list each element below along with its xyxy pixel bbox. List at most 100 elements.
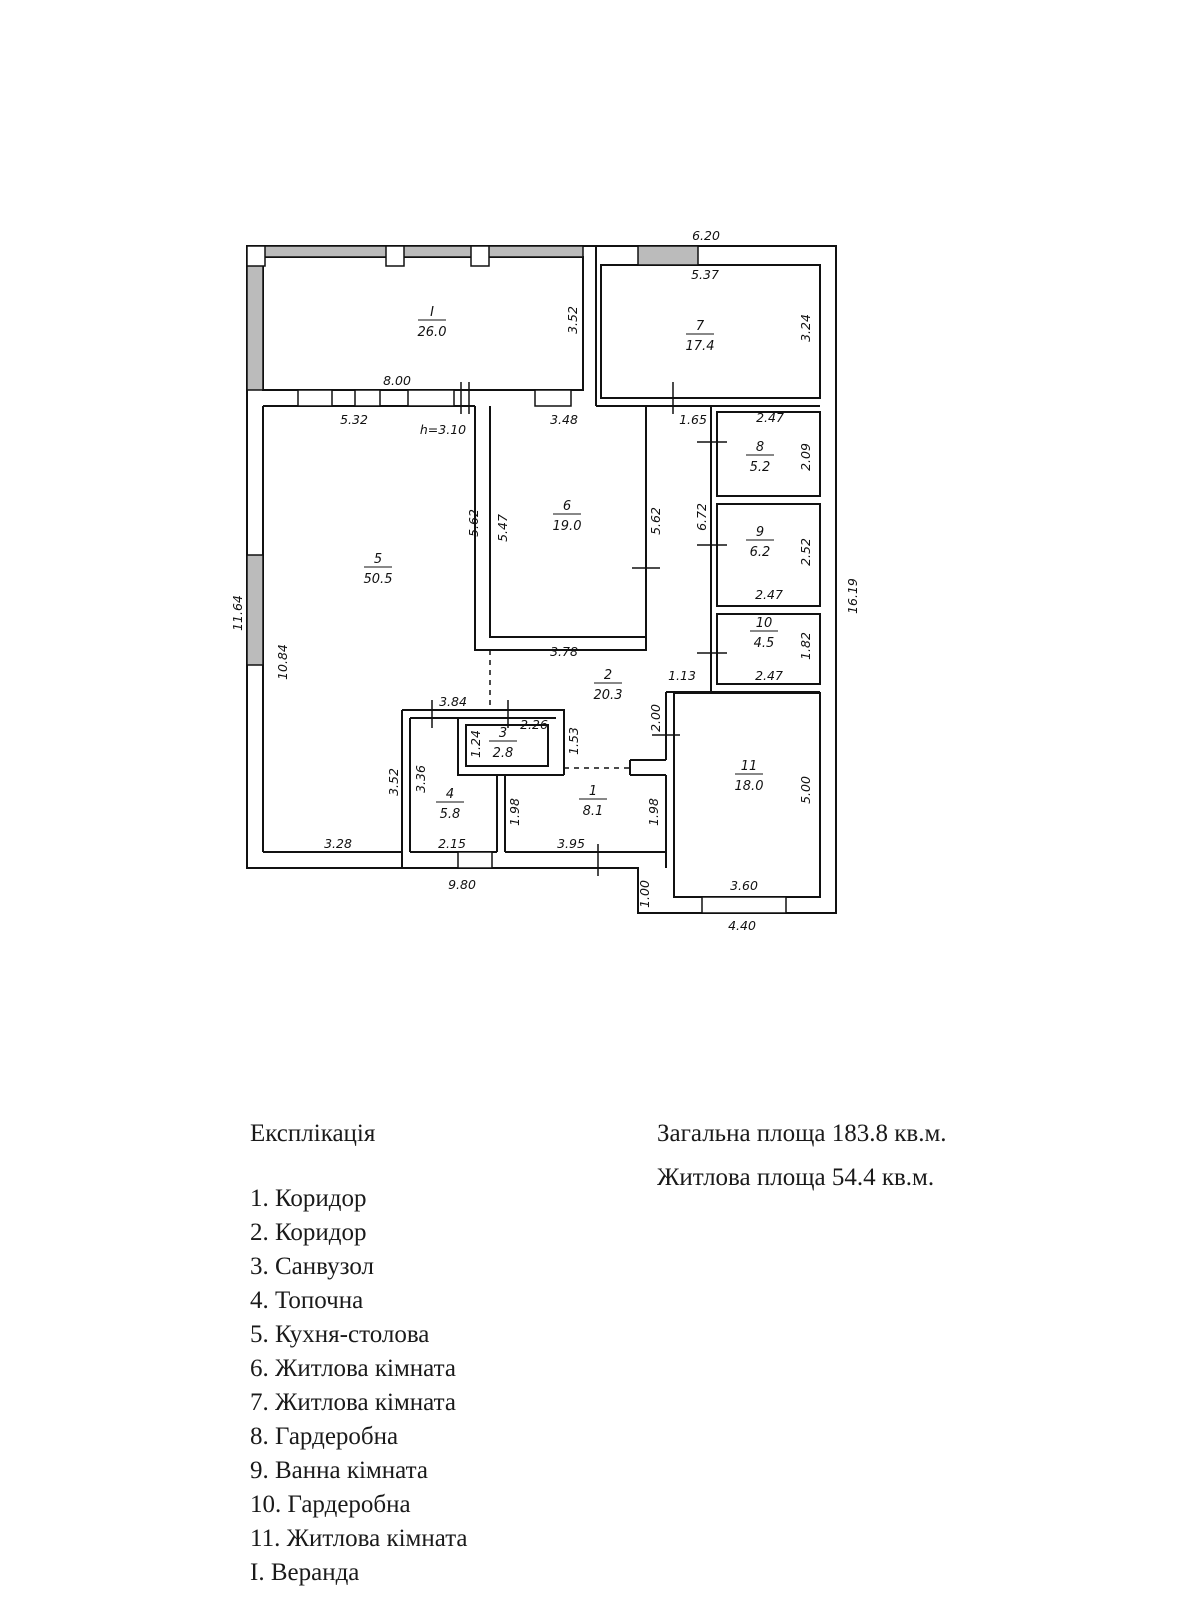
svg-text:20.3: 20.3	[594, 688, 623, 703]
svg-text:7: 7	[696, 319, 705, 334]
svg-text:2.47: 2.47	[756, 410, 784, 425]
svg-text:1.98: 1.98	[646, 798, 661, 826]
room-label: 7 17.4	[686, 319, 715, 354]
room-label: 6 19.0	[553, 499, 582, 534]
svg-text:50.5: 50.5	[364, 572, 393, 587]
legend-item: 2. Коридор	[250, 1219, 367, 1246]
svg-text:26.0: 26.0	[418, 325, 447, 340]
svg-text:10.84: 10.84	[275, 644, 290, 680]
svg-text:16.19: 16.19	[845, 578, 860, 614]
svg-text:3.48: 3.48	[550, 412, 578, 427]
svg-text:9.80: 9.80	[448, 877, 476, 892]
svg-text:5.47: 5.47	[495, 514, 510, 542]
svg-text:18.0: 18.0	[735, 779, 764, 794]
legend-item: I. Веранда	[250, 1559, 360, 1586]
svg-text:1.13: 1.13	[668, 668, 696, 683]
svg-text:5.2: 5.2	[750, 460, 771, 475]
svg-text:h=3.10: h=3.10	[420, 422, 466, 437]
legend-item: 8. Гардеробна	[250, 1423, 399, 1450]
explication-legend: Експлікація 1. Коридор 2. Коридор 3. Сан…	[250, 1120, 468, 1590]
svg-text:2: 2	[604, 668, 612, 683]
legend-item: 1. Коридор	[250, 1185, 367, 1212]
svg-text:4.5: 4.5	[754, 636, 775, 651]
legend-item: 6. Житлова кімната	[250, 1355, 456, 1382]
room-label: 10 4.5	[750, 616, 778, 651]
room-label: 8 5.2	[746, 440, 774, 475]
svg-text:11: 11	[741, 759, 758, 774]
svg-text:2.47: 2.47	[755, 587, 783, 602]
svg-text:1.65: 1.65	[679, 412, 707, 427]
legend-item: 10. Гардеробна	[250, 1491, 411, 1518]
svg-text:10: 10	[756, 616, 773, 631]
svg-text:3.78: 3.78	[550, 644, 578, 659]
legend-item: 11. Житлова кімната	[250, 1525, 468, 1552]
svg-text:8: 8	[756, 440, 764, 455]
svg-text:3.60: 3.60	[730, 878, 758, 893]
windows	[246, 245, 787, 914]
legend-item: 7. Житлова кімната	[250, 1389, 456, 1416]
living-area: Житлова площа 54.4 кв.м.	[657, 1164, 935, 1191]
svg-text:6: 6	[563, 499, 571, 514]
svg-text:17.4: 17.4	[686, 339, 715, 354]
svg-text:9: 9	[756, 525, 764, 540]
svg-text:3.52: 3.52	[565, 306, 580, 334]
svg-text:4.40: 4.40	[728, 918, 756, 933]
dimension-labels: 6.20 5.37 3.24 3.52 8.00 5.32 h=3.10 3.4…	[230, 228, 860, 933]
svg-text:I: I	[430, 305, 434, 320]
door-marks	[431, 382, 727, 876]
room-label: 1 8.1	[579, 784, 607, 819]
svg-text:5.00: 5.00	[798, 776, 813, 804]
svg-text:1.82: 1.82	[798, 632, 813, 660]
legend-item: 9. Ванна кімната	[250, 1457, 428, 1484]
legend-item: 3. Санвузол	[250, 1253, 374, 1280]
svg-text:5.37: 5.37	[691, 267, 719, 282]
svg-text:1.53: 1.53	[566, 727, 581, 755]
svg-text:2.15: 2.15	[438, 836, 466, 851]
svg-text:8.00: 8.00	[383, 373, 411, 388]
room-label: 5 50.5	[364, 552, 393, 587]
svg-text:8.1: 8.1	[583, 804, 604, 819]
room-labels: I 26.0 7 17.4 5 50.5 6 19.0 8 5.2 9 6.2	[364, 305, 778, 822]
svg-text:6.2: 6.2	[750, 545, 771, 560]
svg-text:3.84: 3.84	[439, 694, 467, 709]
svg-text:5.62: 5.62	[466, 509, 481, 537]
walls	[246, 245, 837, 914]
room-label: I 26.0	[418, 305, 447, 340]
room-label: 4 5.8	[436, 787, 464, 822]
svg-text:3.52: 3.52	[386, 768, 401, 796]
floor-plan: I 26.0 7 17.4 5 50.5 6 19.0 8 5.2 9 6.2	[230, 228, 860, 933]
room-label: 2 20.3	[594, 668, 623, 703]
svg-text:2.47: 2.47	[755, 668, 783, 683]
svg-text:2.52: 2.52	[798, 538, 813, 566]
room-label: 3 2.8	[489, 726, 517, 761]
svg-text:1.24: 1.24	[468, 730, 483, 758]
svg-text:6.72: 6.72	[694, 503, 709, 531]
svg-text:4: 4	[446, 787, 454, 802]
svg-text:5: 5	[374, 552, 382, 567]
svg-text:2.8: 2.8	[493, 746, 514, 761]
svg-text:3.36: 3.36	[413, 765, 428, 793]
area-totals: Загальна площа 183.8 кв.м. Житлова площа…	[657, 1120, 947, 1208]
legend-list: 1. Коридор 2. Коридор 3. Санвузол 4. Топ…	[250, 1182, 468, 1590]
zone-separators	[489, 650, 630, 769]
room-label: 9 6.2	[746, 525, 774, 560]
svg-text:5.8: 5.8	[440, 807, 461, 822]
svg-text:1.98: 1.98	[507, 798, 522, 826]
svg-text:19.0: 19.0	[553, 519, 582, 534]
svg-text:2.09: 2.09	[798, 443, 813, 471]
svg-text:3: 3	[499, 726, 507, 741]
svg-text:6.20: 6.20	[692, 228, 720, 243]
svg-text:3.24: 3.24	[798, 314, 813, 342]
svg-text:5.62: 5.62	[648, 507, 663, 535]
legend-item: 4. Топочна	[250, 1287, 364, 1314]
total-area: Загальна площа 183.8 кв.м.	[657, 1120, 947, 1147]
svg-text:5.32: 5.32	[340, 412, 368, 427]
svg-text:1.00: 1.00	[637, 880, 652, 908]
svg-text:1: 1	[589, 784, 597, 799]
legend-item: 5. Кухня-столова	[250, 1321, 430, 1348]
svg-text:11.64: 11.64	[230, 595, 245, 631]
svg-text:2.26: 2.26	[520, 717, 548, 732]
svg-text:3.95: 3.95	[557, 836, 585, 851]
svg-text:3.28: 3.28	[324, 836, 352, 851]
room-label: 11 18.0	[735, 759, 764, 794]
